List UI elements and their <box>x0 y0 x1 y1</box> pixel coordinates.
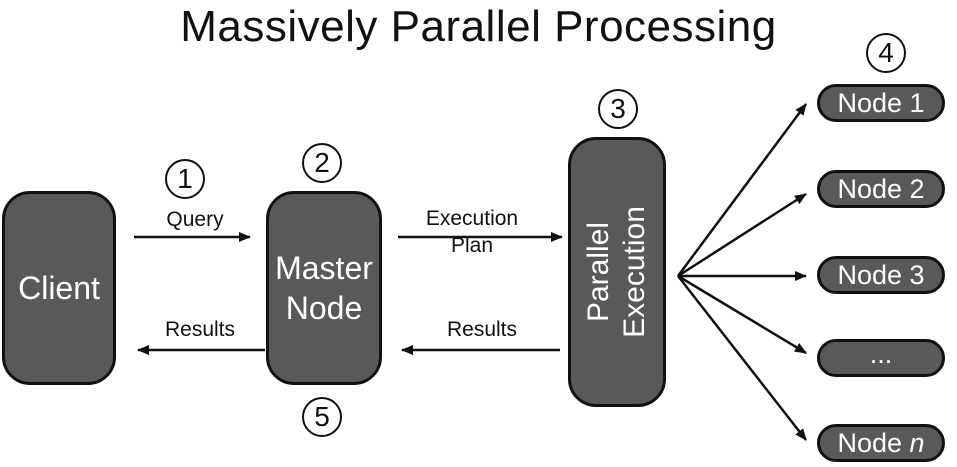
parallel-execution-label-line2: Execution <box>618 206 651 338</box>
node-ellipsis-label: ... <box>869 339 893 369</box>
node-3-box: Node 3 <box>817 256 945 294</box>
step-5-marker: 5 <box>302 397 342 437</box>
master-node-label-line1: Master <box>275 250 373 286</box>
fanout-arrow-node-2 <box>677 192 807 278</box>
fanout-arrow-node-n <box>677 275 807 441</box>
execution-plan-label: Execution Plan <box>405 205 539 259</box>
node-2-box: Node 2 <box>817 170 945 208</box>
step-1-marker: 1 <box>165 159 205 199</box>
fanout-arrow-node-ellipsis <box>677 274 807 355</box>
node-n-label-variable: n <box>909 427 925 458</box>
node-n-label-prefix: Node <box>837 427 910 458</box>
results-label-right: Results <box>446 318 518 341</box>
execution-plan-label-line1: Execution <box>425 207 519 230</box>
client-box: Client <box>2 191 116 385</box>
diagram-title: Massively Parallel Processing <box>180 2 777 51</box>
execution-plan-label-line2: Plan <box>450 234 494 257</box>
step-2-marker: 2 <box>302 143 342 183</box>
parallel-execution-box: Parallel Execution <box>568 137 666 407</box>
query-label: Query <box>166 208 224 231</box>
master-node-box: Master Node <box>266 191 382 385</box>
parallel-execution-label: Parallel Execution <box>581 206 653 338</box>
step-3-marker: 3 <box>598 89 638 129</box>
parallel-execution-label-line1: Parallel <box>582 221 615 323</box>
node-n-box: Node n <box>817 424 945 462</box>
node-n-label: Node n <box>837 428 924 459</box>
client-label: Client <box>18 270 100 306</box>
fanout-arrow-node-1 <box>676 103 808 277</box>
node-3-label: Node 3 <box>837 259 925 290</box>
master-node-label-line2: Node <box>285 290 363 326</box>
step-4-marker: 4 <box>866 33 906 73</box>
node-1-box: Node 1 <box>817 84 945 122</box>
node-ellipsis-box: ... <box>817 339 945 377</box>
results-label-left: Results <box>164 318 236 341</box>
node-2-label: Node 2 <box>837 173 925 204</box>
node-1-label: Node 1 <box>837 87 925 118</box>
